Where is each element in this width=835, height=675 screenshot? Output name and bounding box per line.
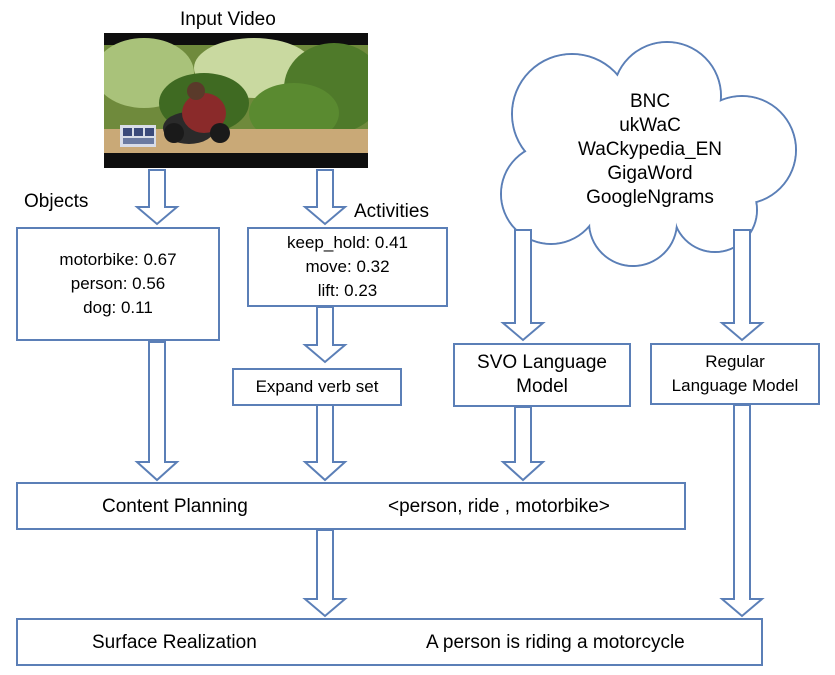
arrow-cloud-to-regular <box>719 229 765 342</box>
svo-model-line: Model <box>516 376 568 397</box>
regular-model-line: Regular <box>705 352 765 371</box>
corpus-item: WaCkypedia_EN <box>578 139 722 160</box>
arrow-objects-to-planning <box>134 341 180 482</box>
arrow-activities-to-expand <box>302 306 348 364</box>
svo-model-line: SVO Language <box>477 352 607 373</box>
expand-verb-set-box: Expand verb set <box>232 368 402 406</box>
corpus-item: ukWaC <box>619 115 681 136</box>
activities-heading: Activities <box>354 201 429 222</box>
corpus-item: GoogleNgrams <box>586 187 714 208</box>
arrow-video-to-activities <box>302 169 348 226</box>
corpus-item: GigaWord <box>607 163 693 184</box>
content-planning-box: Content Planning <person, ride , motorbi… <box>16 482 686 530</box>
motorbike-rider-image <box>163 82 230 144</box>
object-item: motorbike: 0.67 <box>59 250 177 269</box>
video-overlay-logo <box>120 125 156 147</box>
content-planning-output: <person, ride , motorbike> <box>388 496 610 517</box>
object-item: person: 0.56 <box>70 274 166 293</box>
objects-box: motorbike: 0.67 person: 0.56 dog: 0.11 <box>16 227 220 341</box>
arrow-regular-to-realization <box>719 404 765 618</box>
surface-realization-box: Surface Realization A person is riding a… <box>16 618 763 666</box>
regular-language-model-box: Regular Language Model <box>650 343 820 405</box>
corpora-list: BNC ukWaC WaCkypedia_EN GigaWord GoogleN… <box>540 90 760 210</box>
arrow-svo-to-planning <box>500 406 546 482</box>
expand-verb-set-label: Expand verb set <box>255 377 379 396</box>
video-title: Input Video <box>180 9 276 30</box>
content-planning-label: Content Planning <box>102 496 248 517</box>
svo-language-model-box: SVO Language Model <box>453 343 631 407</box>
corpus-item: BNC <box>629 91 671 112</box>
input-video-frame <box>104 33 368 168</box>
arrow-cloud-to-svo <box>500 229 546 342</box>
object-item: dog: 0.11 <box>83 298 153 317</box>
activity-item: move: 0.32 <box>305 257 390 276</box>
activity-item: lift: 0.23 <box>317 281 378 300</box>
arrow-planning-to-realization <box>302 529 348 618</box>
arrow-video-to-objects <box>134 169 180 226</box>
arrow-expand-to-planning <box>302 404 348 482</box>
objects-heading: Objects <box>24 191 89 212</box>
regular-model-line: Language Model <box>671 376 799 395</box>
surface-realization-output: A person is riding a motorcycle <box>426 632 685 653</box>
surface-realization-label: Surface Realization <box>92 632 257 653</box>
activities-box: keep_hold: 0.41 move: 0.32 lift: 0.23 <box>247 227 448 307</box>
activity-item: keep_hold: 0.41 <box>287 233 408 252</box>
